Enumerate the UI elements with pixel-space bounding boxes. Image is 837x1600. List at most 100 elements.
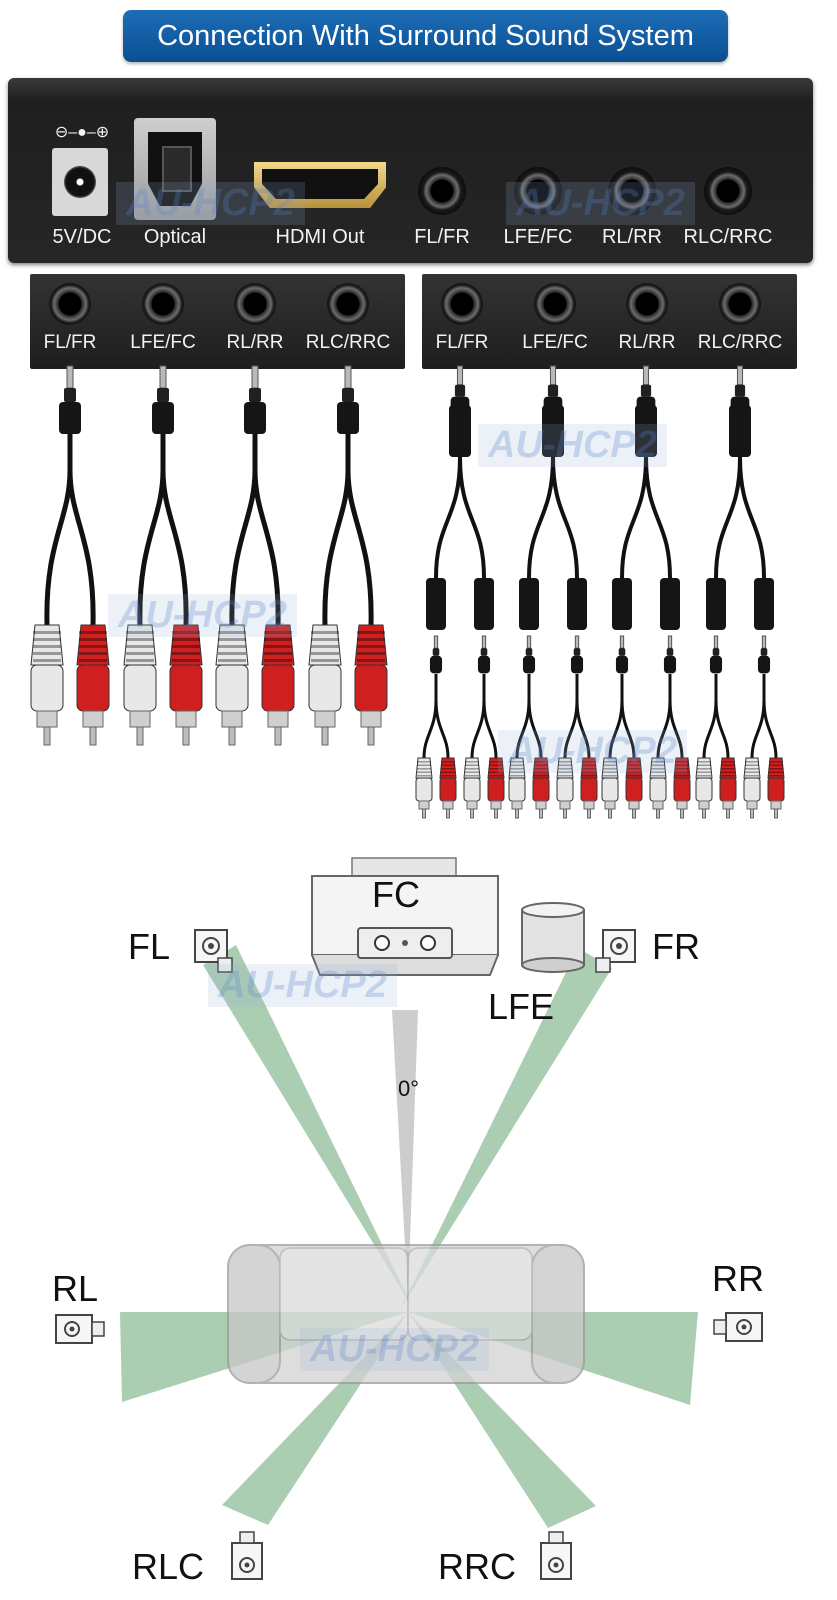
right-strip-label-2: LFE/FC [522, 332, 588, 353]
right-cable-4-branch-2-rca-red-grip-1 [769, 764, 783, 766]
right-cable-4-branch-2-wire-red [762, 699, 778, 759]
left-cable-3-rca-white-grip-2 [218, 645, 246, 648]
optical-port[interactable] [134, 118, 216, 220]
right-cable-2-branch-1-plug-neck [525, 648, 533, 656]
right-cable-4-branch-2-plug-neck [760, 648, 768, 656]
right-cable-1-branch-1-rca-red-boot [439, 757, 457, 779]
right-cable-2-branch-1-plug-body [522, 655, 536, 674]
left-cable-3-rca-white-grip-0 [218, 631, 246, 634]
speaker-fl-icon [194, 929, 233, 973]
left-cable-4-rca-red-grip-0 [357, 631, 385, 634]
left-strip-label-4: RLC/RRC [305, 332, 391, 353]
left-cable-3-rca-white-grip-4 [218, 659, 246, 662]
left-cable-2-rca-white-boot [123, 624, 157, 666]
right-strip-label-4: RLC/RRC [697, 332, 783, 353]
right-cable-3-branch-2-rca-red-grip-1 [675, 764, 689, 766]
right-cable-4-branch-1-rca-red-grip-1 [721, 764, 735, 766]
right-cable-4-branch-2-rca-white-grip-3 [745, 771, 759, 773]
right-cable-2-branch-1-rca-white-boot [508, 757, 526, 779]
left-cable-3-rca-white-boot [215, 624, 249, 666]
right-strip-jack-3[interactable] [626, 283, 668, 325]
right-cable-2-branch-2-plug-neck [573, 648, 581, 656]
right-cable-3-branch-1-rca-red-grip-1 [627, 764, 641, 766]
left-cable-1-plug-neck [64, 388, 76, 402]
left-cable-1-rca-white-grip-3 [33, 652, 61, 655]
right-cable-3-branch-2-rca-white-grip-4 [651, 775, 665, 777]
right-cable-1-branch-1-plug-neck [432, 648, 440, 656]
left-cable-1-plug-body [59, 402, 81, 434]
right-strip-jack-4[interactable] [719, 283, 761, 325]
device-jack-rl-rr[interactable] [608, 167, 656, 215]
right-cable-4-branch-1-plug-body [709, 655, 723, 674]
right-strip-jack-1[interactable] [441, 283, 483, 325]
left-cable-3-rca-red-grip-1 [264, 638, 292, 641]
device-jack-rlc-rrc[interactable] [704, 167, 752, 215]
left-cable-1-rca-red-grip-1 [79, 638, 107, 641]
right-cable-2-branch-1-rca-white-grip-4 [510, 775, 524, 777]
left-cable-1-rca-white-grip-0 [33, 631, 61, 634]
left-cable-4-plug-neck [342, 388, 354, 402]
right-cable-2-branch-2-plug-body [570, 655, 584, 674]
right-cable-1-branch-1-rca-white-grip-2 [417, 768, 431, 770]
power-jack[interactable] [52, 148, 108, 216]
device-label-lfe-fc: LFE/FC [503, 226, 573, 248]
hdmi-out-port[interactable] [254, 162, 386, 208]
left-cable-2-rca-red-grip-4 [172, 659, 200, 662]
right-cable-4-branch-2-rca-white-grip-0 [745, 761, 759, 763]
right-cable-3-branch-1-rca-white-boot [601, 757, 619, 779]
left-cable-1-rca-white-boot [30, 624, 64, 666]
right-cable-3-branch-1-plug-body [615, 655, 629, 674]
speaker-rrc-icon [540, 1531, 572, 1580]
right-cable-1-branch-2-rca-red-grip-1 [489, 764, 503, 766]
right-cable-1-plug-neck [454, 384, 466, 397]
right-cable-1-branch-1-rca-red-grip-3 [441, 771, 455, 773]
speaker-rlc-icon [231, 1531, 263, 1580]
right-cable-4-branch-2-rca-white-grip-2 [745, 768, 759, 770]
right-cable-2-branch-1-wire-red [527, 699, 543, 759]
hdmi-port-label: HDMI Out [275, 226, 365, 248]
right-cable-1-branch-1-rca-white-pin [422, 808, 426, 819]
right-cable-1-branch-2-rca-white-pin [470, 808, 474, 819]
right-cable-3-branch-1-rca-white-grip-3 [603, 771, 617, 773]
left-strip-label-1: FL/FR [43, 332, 97, 353]
right-cable-1-branch-1-ferrite [426, 578, 446, 630]
right-cable-2-branch-1-rca-red-boot [532, 757, 550, 779]
right-cable-4-branch-2-rca-red-grip-4 [769, 775, 783, 777]
right-cable-2-branch-2-rca-white-grip-2 [558, 768, 572, 770]
right-cable-2-branch-2-rca-red-pin [587, 808, 591, 819]
right-cable-4-wire-b [738, 456, 766, 579]
right-cable-1-branch-2-rca-red-grip-2 [489, 768, 503, 770]
left-strip-jack-1[interactable] [49, 283, 91, 325]
left-cable-2-rca-white-grip-1 [126, 638, 154, 641]
subwoofer-icon [521, 902, 585, 973]
left-cable-1-rca-white-pin [43, 726, 51, 746]
left-cable-3-rca-red-pin [274, 726, 282, 746]
right-cable-2-branch-2-rca-red-grip-3 [582, 771, 596, 773]
right-cable-3-branch-2-rca-white-grip-3 [651, 771, 665, 773]
right-cable-1-branch-1-rca-white-boot [415, 757, 433, 779]
polarity-icon: ⊖–●–⊕ [54, 124, 110, 141]
label-fc: FC [372, 874, 420, 915]
speaker-rr-icon [713, 1312, 763, 1342]
right-cable-2-branch-1-rca-red-grip-0 [534, 761, 548, 763]
right-strip-jack-2[interactable] [534, 283, 576, 325]
right-cable-3-branch-2-rca-white-boot [649, 757, 667, 779]
device-jack-fl-fr[interactable] [418, 167, 466, 215]
device-jack-lfe-fc[interactable] [514, 167, 562, 215]
right-cable-3-branch-2-rca-red-grip-3 [675, 771, 689, 773]
left-cable-2-rca-red-grip-3 [172, 652, 200, 655]
left-cable-4-rca-red-pin [367, 726, 375, 746]
left-cable-2-rca-red-boot [169, 624, 203, 666]
right-cable-3-branch-1-rca-white-grip-0 [603, 761, 617, 763]
left-strip-jack-2[interactable] [142, 283, 184, 325]
right-cable-4-branch-1-rca-red-grip-3 [721, 771, 735, 773]
right-cable-1-branch-2-wire-red [482, 699, 498, 759]
right-cable-2-branch-2-wire-red [575, 699, 591, 759]
left-strip-jack-3[interactable] [234, 283, 276, 325]
right-cable-3-branch-2-rca-red-pin [680, 808, 684, 819]
right-cable-2-branch-1-rca-red-grip-4 [534, 775, 548, 777]
left-strip-jack-4[interactable] [327, 283, 369, 325]
watermark-room-2: AU-HCP2 [300, 1328, 489, 1371]
right-cable-4-branch-1-wire-red [714, 699, 730, 759]
